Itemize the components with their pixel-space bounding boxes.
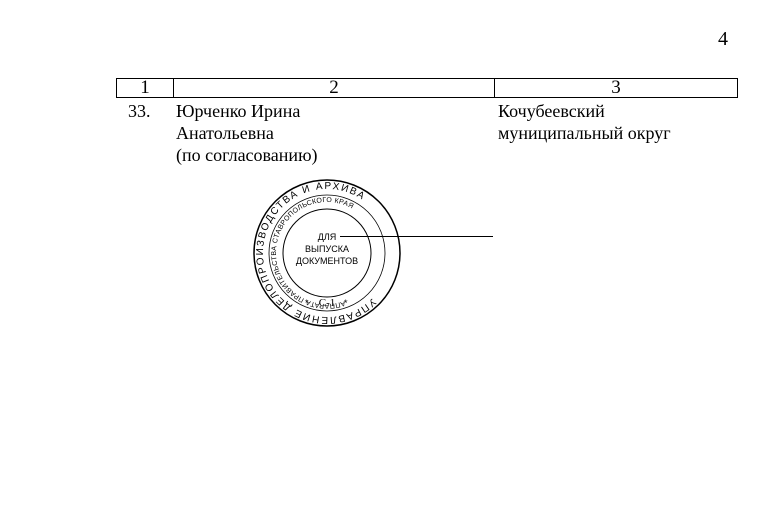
stamp-code: С-1: [319, 297, 336, 309]
stamp-middle-ring: [268, 194, 386, 312]
stamp-outer-ring: [253, 179, 401, 327]
table-header-col-3: 3: [611, 77, 621, 98]
page-number: 4: [718, 28, 728, 50]
table-header-col-2: 2: [174, 78, 495, 97]
district-line-2: муниципальный округ: [498, 123, 671, 143]
stamp-star-left-icon: *: [305, 298, 309, 308]
district-line-1: Кочубеевский: [498, 101, 605, 121]
signature-line: [340, 236, 493, 237]
member-name-line-3: (по согласованию): [176, 145, 318, 165]
member-name-line-1: Юрченко Ирина: [176, 101, 301, 121]
stamp-graphic: УПРАВЛЕНИЕ ДЕЛОПРОИЗВОДСТВА И АРХИВА АПП…: [225, 152, 428, 355]
table-header-col-1: 1: [117, 78, 174, 97]
member-name-line-2: Анатольевна: [176, 123, 274, 143]
official-stamp: УПРАВЛЕНИЕ ДЕЛОПРОИЗВОДСТВА И АРХИВА АПП…: [225, 152, 428, 355]
stamp-inner-ring: [282, 208, 372, 298]
stamp-center-line-2: ВЫПУСКА: [305, 244, 349, 254]
table-header-row: 1 2 3: [116, 78, 738, 98]
member-name: Юрченко Ирина Анатольевна (по согласован…: [176, 100, 476, 166]
stamp-center-line-3: ДОКУМЕНТОВ: [296, 256, 358, 266]
stamp-star-right-icon: *: [344, 298, 348, 308]
member-district: Кочубеевский муниципальный округ: [498, 100, 738, 144]
stamp-center-line-1: ДЛЯ: [318, 232, 337, 242]
row-number: 33.: [128, 101, 151, 121]
